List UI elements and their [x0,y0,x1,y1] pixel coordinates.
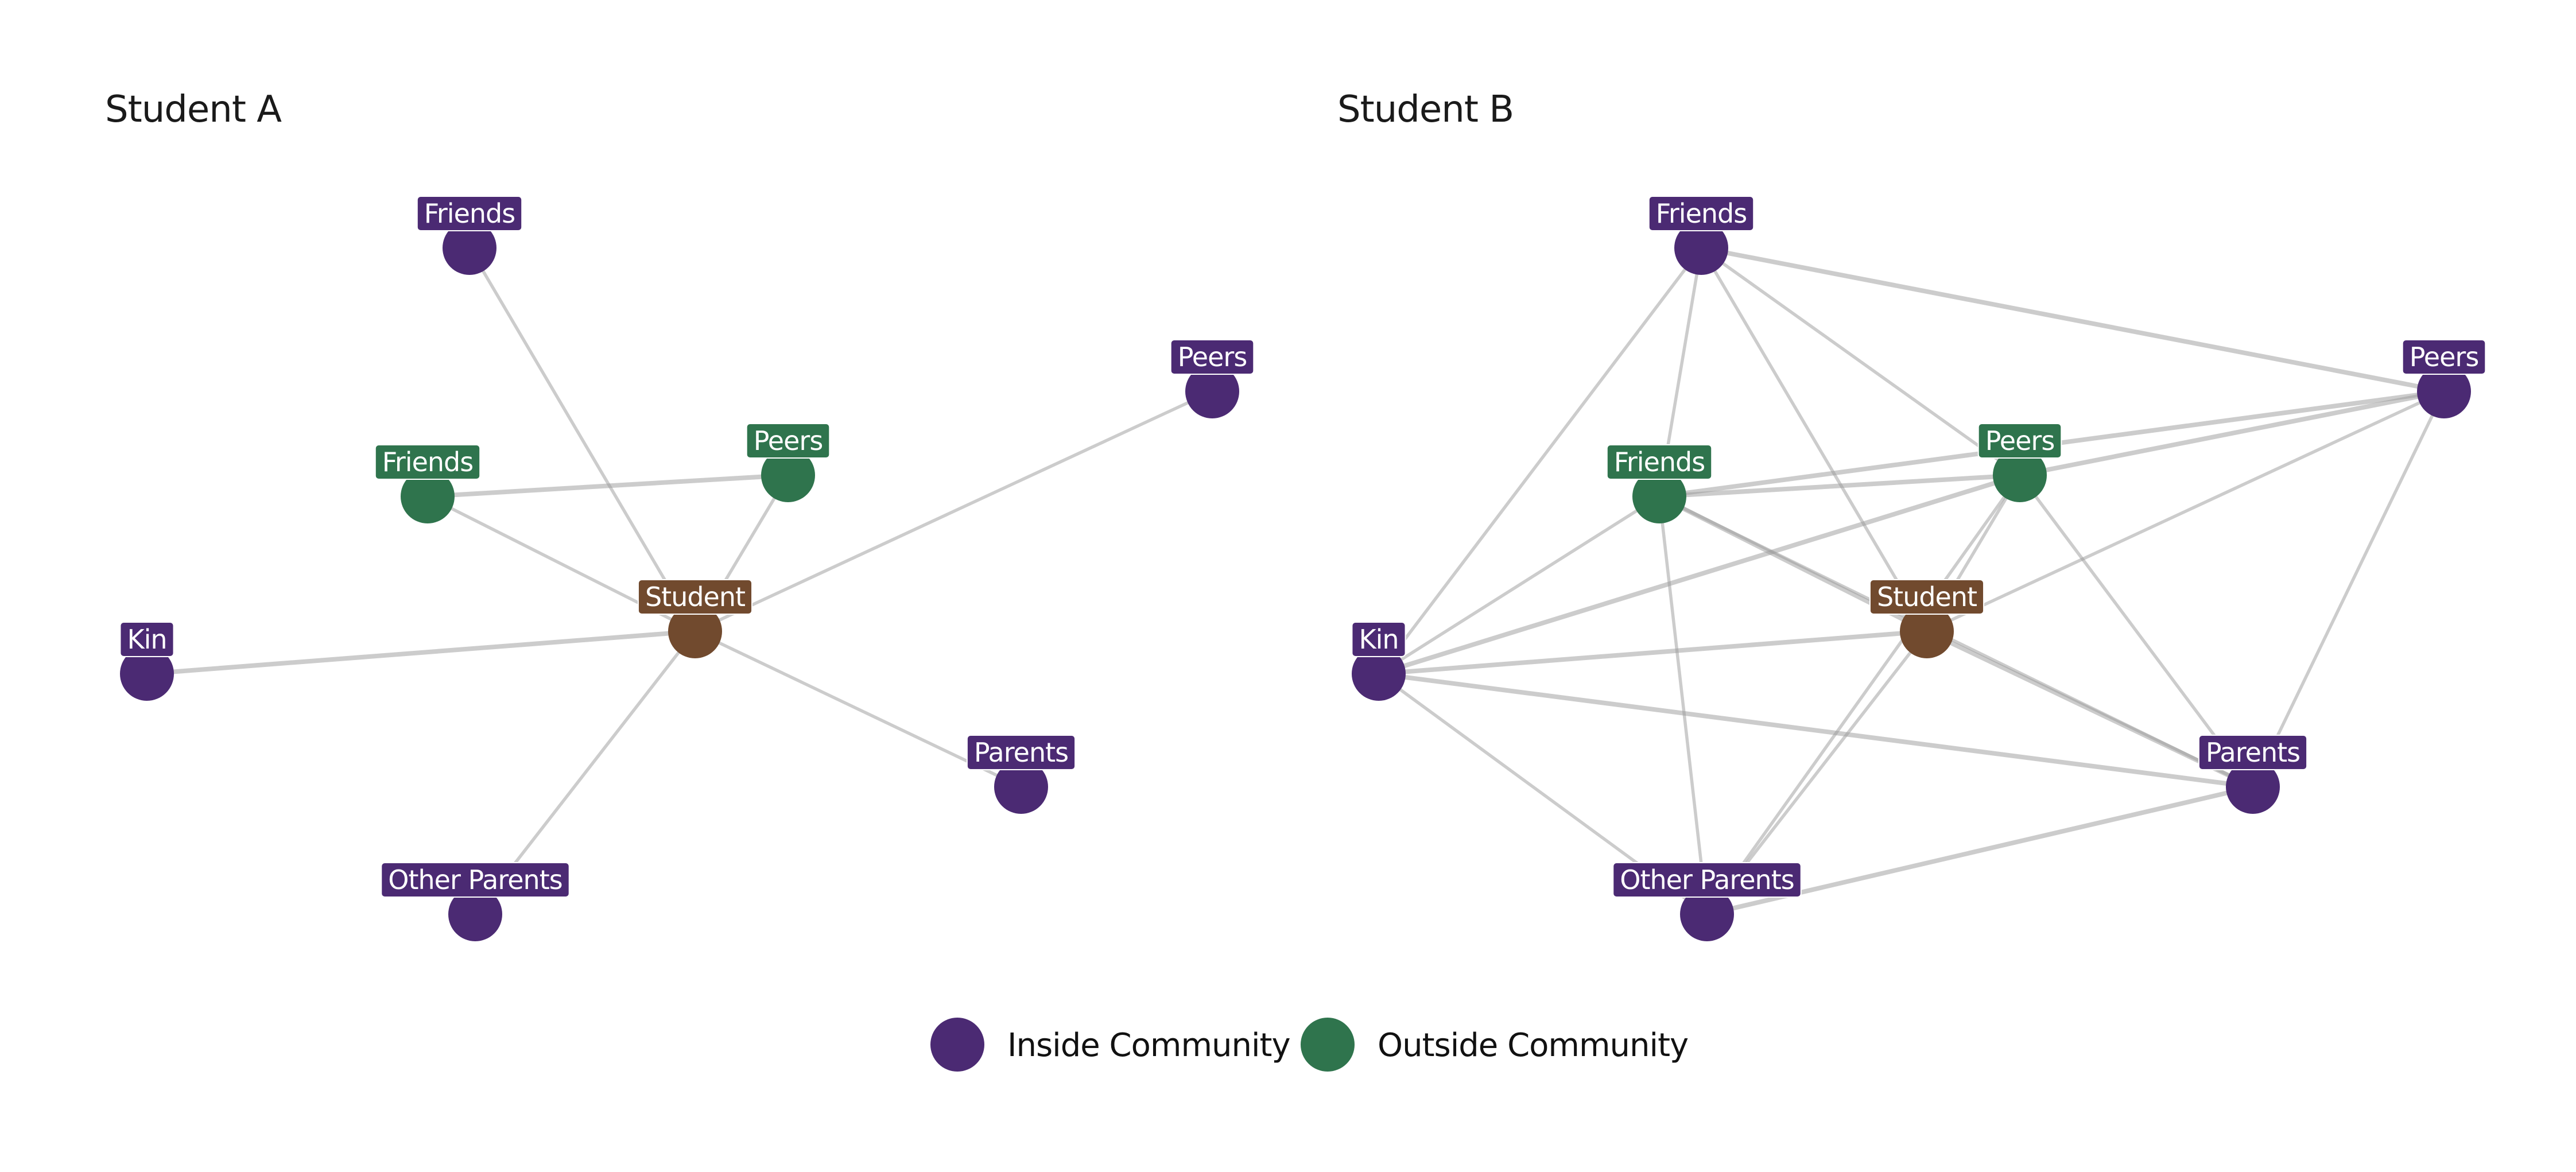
node-label: Student [1877,581,1977,612]
node-label: Peers [754,425,823,456]
edge-friends-out-other-parents [1658,496,1709,915]
node-label: Peers [1178,341,1247,372]
node-parents: Parents [2198,735,2308,814]
node-circle [443,221,496,275]
node-label: Student [645,581,745,612]
node-circle [1632,469,1686,523]
edge-student-kin [146,629,696,676]
node-kin: Kin [1351,622,1406,701]
legend-item-outside: Outside Community [1301,1018,1689,1072]
edge-student-kin [1378,629,1927,676]
edge-friends-in-peers-out [1700,246,2021,477]
node-label-box [637,579,753,615]
node-kin: Kin [119,622,174,701]
node-label-box [119,622,174,657]
nodes-student-b: StudentFriendsPeersFriendsPeersKinParent… [1351,196,2486,941]
node-circle [448,887,502,941]
node-label-box [1648,196,1755,231]
node-label: Other Parents [1620,864,1794,895]
node-student: Student [637,579,753,658]
node-other-parents: Other Parents [1612,862,1802,941]
node-label-box [1869,579,1985,615]
node-other-parents: Other Parents [381,862,570,941]
node-label: Friends [1656,198,1747,229]
node-circle [668,604,722,658]
node-circle [120,647,174,701]
node-label-box [746,423,831,459]
legend-swatch-inside [930,1018,984,1072]
node-label-box [1351,622,1406,657]
edge-friends-in-student [1700,247,1929,632]
edge-friends-in-kin [1377,247,1703,675]
node-circle [761,448,815,502]
node-friends-out: Friends [1606,444,1713,523]
node-label: Parents [2206,737,2300,768]
node-friends-out: Friends [374,444,481,523]
node-label-box [1612,862,1802,898]
panel-student-b: Student B StudentFriendsPeersFriendsPeer… [1337,88,2486,941]
node-peers-out: Peers [1977,423,2062,502]
node-label-box [2198,735,2308,770]
panel-title-student-a: Student A [105,88,282,131]
node-circle [2417,364,2471,418]
node-circle [2226,760,2280,814]
panel-student-a: Student A StudentFriendsPeersFriendsPeer… [105,88,1255,941]
node-peers-in: Peers [2402,339,2486,418]
edge-friends-out-peers-out [427,473,789,499]
node-label-box [416,196,523,231]
node-label-box [1170,339,1255,375]
node-label: Kin [127,624,166,655]
node-label-box [1977,423,2062,459]
legend-swatch-outside [1301,1018,1355,1072]
node-label-box [374,444,481,480]
edge-kin-parents [1378,672,2253,789]
node-circle [1674,221,1728,275]
nodes-student-a: StudentFriendsPeersFriendsPeersKinParent… [119,196,1255,941]
node-circle [401,469,455,523]
node-label-box [381,862,570,898]
node-friends-in: Friends [1648,196,1755,275]
edge-friends-out-peers-out [1659,473,2020,499]
node-label: Other Parents [388,864,562,895]
node-peers-out: Peers [746,423,831,502]
edge-student-peers-in [694,390,1213,633]
node-label-box [2402,339,2486,375]
legend: Inside Community Outside Community [930,1018,1689,1072]
node-student: Student [1869,579,1985,658]
node-circle [1352,647,1406,701]
legend-label-outside: Outside Community [1378,1027,1688,1064]
node-parents: Parents [966,735,1076,814]
node-friends-in: Friends [416,196,523,275]
edge-friends-out-kin [1378,495,1661,676]
node-circle [1185,364,1239,418]
node-label: Friends [424,198,515,229]
node-circle [1993,448,2047,502]
edge-peers-in-parents [2251,390,2446,788]
node-label: Peers [2410,341,2479,372]
legend-item-inside: Inside Community [930,1018,1291,1072]
node-peers-in: Peers [1170,339,1255,418]
legend-label-inside: Inside Community [1007,1027,1290,1064]
edge-friends-in-peers-in [1701,246,2445,394]
node-label-box [1606,444,1713,480]
node-label: Friends [382,447,473,478]
node-label: Parents [974,737,1068,768]
edge-peers-out-other-parents [1705,474,2022,915]
panel-title-student-b: Student B [1337,88,1514,131]
node-circle [1900,604,1954,658]
edge-peers-out-kin [1378,473,2021,676]
node-circle [1680,887,1734,941]
edge-student-friends-in [468,247,697,632]
edge-peers-in-peers-out [2019,389,2445,478]
node-circle [994,760,1048,814]
node-label-box [966,735,1076,770]
node-label: Friends [1614,447,1705,478]
node-label: Kin [1359,624,1398,655]
node-label: Peers [1985,425,2055,456]
edge-peers-in-student [1926,390,2445,633]
